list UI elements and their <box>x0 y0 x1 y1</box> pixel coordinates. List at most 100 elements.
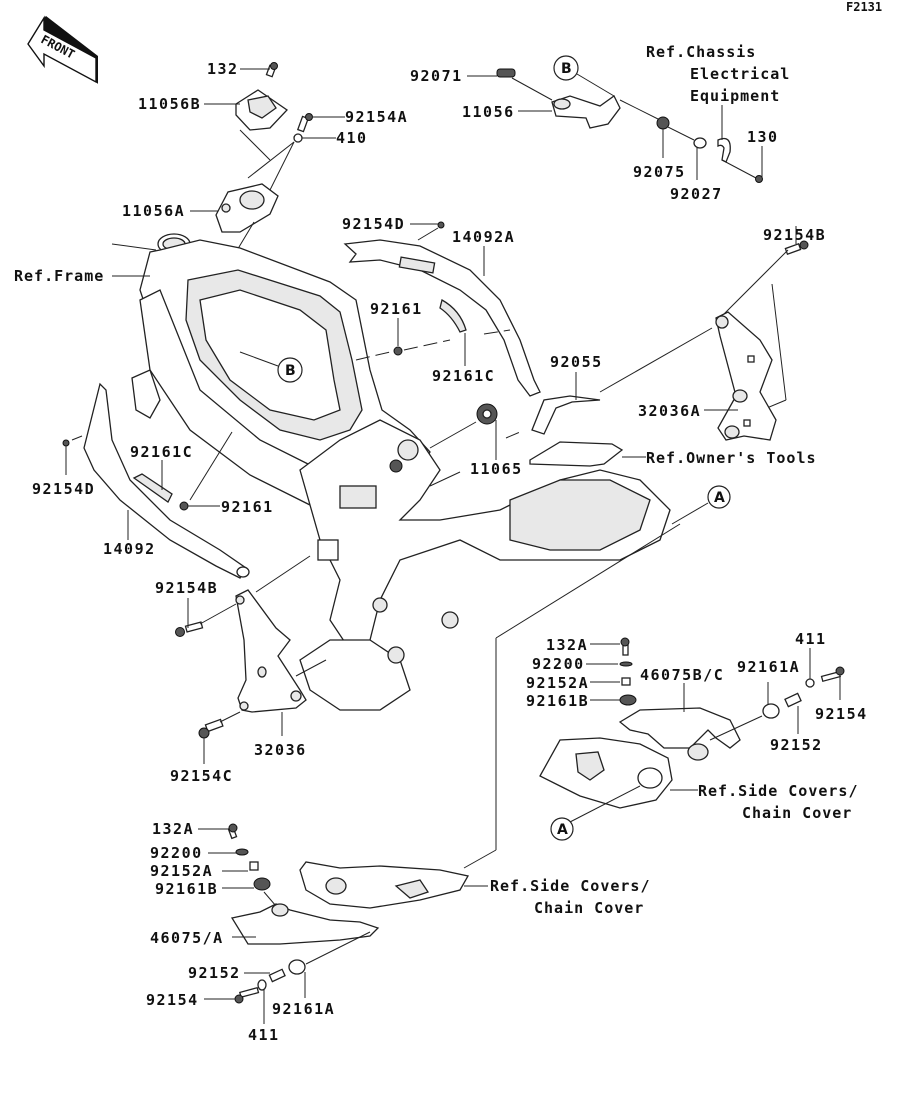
label-92154B-left: 92154B <box>155 579 218 597</box>
callout-a-frame-label: A <box>714 490 725 506</box>
callout-b-bracket-label: B <box>561 61 572 77</box>
label-130: 130 <box>747 128 779 146</box>
label-11056: 11056 <box>462 103 515 121</box>
label-11056B: 11056B <box>138 95 201 113</box>
damper-92161B-left <box>253 877 271 891</box>
label-411-right: 411 <box>795 630 827 648</box>
bracket-32036A <box>715 311 777 441</box>
label-92161B-left: 92161B <box>155 880 218 898</box>
damper-92161-top <box>393 346 403 356</box>
label-411-left: 411 <box>248 1026 280 1044</box>
label-92152-right: 92152 <box>770 736 823 754</box>
label-92071: 92071 <box>410 67 463 85</box>
callout-a-cover-label: A <box>557 822 568 838</box>
damper-92161A-left <box>288 959 306 975</box>
bolt-92154-right <box>820 666 845 683</box>
ref-chassis-electrical-line2: Electrical <box>690 65 790 83</box>
label-92075: 92075 <box>633 163 686 181</box>
label-92200-right: 92200 <box>532 655 585 673</box>
bolt-132A-right <box>620 637 630 656</box>
label-132A-left: 132A <box>152 820 194 838</box>
label-11065: 11065 <box>470 460 523 478</box>
bolt-130 <box>755 175 763 183</box>
ref-frame-label: Ref.Frame <box>14 267 104 285</box>
label-92154A: 92154A <box>345 108 408 126</box>
damper-92161A-right <box>762 703 780 719</box>
damper-92161B-right <box>619 694 637 706</box>
label-92161A-left: 92161A <box>272 1000 335 1018</box>
ref-side-covers-right-line1: Ref.Side Covers/ <box>698 782 859 800</box>
ref-chassis-electrical-line1: Ref.Chassis <box>646 43 756 61</box>
label-132: 132 <box>207 60 239 78</box>
callout-b-frame <box>277 357 303 383</box>
label-92154B-right: 92154B <box>763 226 826 244</box>
collar-92152A-right <box>621 677 631 686</box>
side-cover-left <box>299 861 470 909</box>
collar-92027 <box>693 137 707 149</box>
bracket-11056B <box>235 89 288 131</box>
guard-14092 <box>83 382 247 579</box>
pad-92161C-top <box>439 299 467 333</box>
ref-owners-tools-label: Ref.Owner's Tools <box>646 449 817 467</box>
grommet-92075 <box>656 116 670 130</box>
label-92152A-left: 92152A <box>150 862 213 880</box>
owners-tools <box>529 441 624 467</box>
label-11056A: 11056A <box>122 202 185 220</box>
callout-a-frame <box>707 485 731 509</box>
bolt-132 <box>265 62 278 78</box>
bracket-11056 <box>551 95 621 129</box>
side-cover-right <box>539 737 673 809</box>
label-92152A-right: 92152A <box>526 674 589 692</box>
label-32036A: 32036A <box>638 402 701 420</box>
bolt-92154D-left <box>62 439 70 447</box>
label-92161-left: 92161 <box>221 498 274 516</box>
bracket-11056A <box>215 183 279 233</box>
label-92154C: 92154C <box>170 767 233 785</box>
label-14092: 14092 <box>103 540 156 558</box>
washer-411-left <box>257 979 267 991</box>
label-46075A: 46075/A <box>150 929 224 947</box>
grommet-92071 <box>496 68 516 78</box>
washer-410 <box>293 133 303 143</box>
label-92161A-right: 92161A <box>737 658 800 676</box>
label-92154D-top: 92154D <box>342 215 405 233</box>
diagram-code: F2131 <box>846 0 882 14</box>
label-92161B-right: 92161B <box>526 692 589 710</box>
footrest-bracket-46075A <box>230 903 380 945</box>
bolt-92154A <box>296 113 313 133</box>
bolt-92154-left <box>234 986 260 1004</box>
strap-92055 <box>531 395 601 435</box>
bolt-92154D-top <box>437 221 445 229</box>
label-32036: 32036 <box>254 741 307 759</box>
ref-side-covers-right-line2: Chain Cover <box>742 804 852 822</box>
damper-92161-left <box>179 501 189 511</box>
bolt-92154B-left <box>175 621 204 637</box>
front-arrow-icon: FRONT <box>27 15 98 84</box>
washer-92200-left <box>235 848 249 856</box>
pad-92161C-left <box>132 473 173 503</box>
label-132A-right: 132A <box>546 636 588 654</box>
callout-b-frame-label: B <box>285 363 296 379</box>
collar-92152-left <box>268 968 286 983</box>
guard-14092A <box>343 239 541 397</box>
label-92161C-left: 92161C <box>130 443 193 461</box>
bolt-92154C <box>198 718 224 739</box>
washer-411-right <box>805 678 815 688</box>
label-92154-right: 92154 <box>815 705 868 723</box>
label-92055: 92055 <box>550 353 603 371</box>
collar-92152A-left <box>249 861 259 871</box>
ref-side-covers-left-line2: Chain Cover <box>534 899 644 917</box>
label-92161-top: 92161 <box>370 300 423 318</box>
label-410: 410 <box>336 129 368 147</box>
callout-b-bracket <box>553 55 579 81</box>
label-92154-left: 92154 <box>146 991 199 1009</box>
footrest-bracket-46075BC <box>618 707 741 749</box>
bolt-132A-left <box>227 823 238 840</box>
collar-92152-right <box>784 692 802 708</box>
label-14092A: 14092A <box>452 228 515 246</box>
ref-side-covers-left-line1: Ref.Side Covers/ <box>490 877 651 895</box>
washer-92200-right <box>619 661 633 667</box>
ref-chassis-electrical-line3: Equipment <box>690 87 780 105</box>
